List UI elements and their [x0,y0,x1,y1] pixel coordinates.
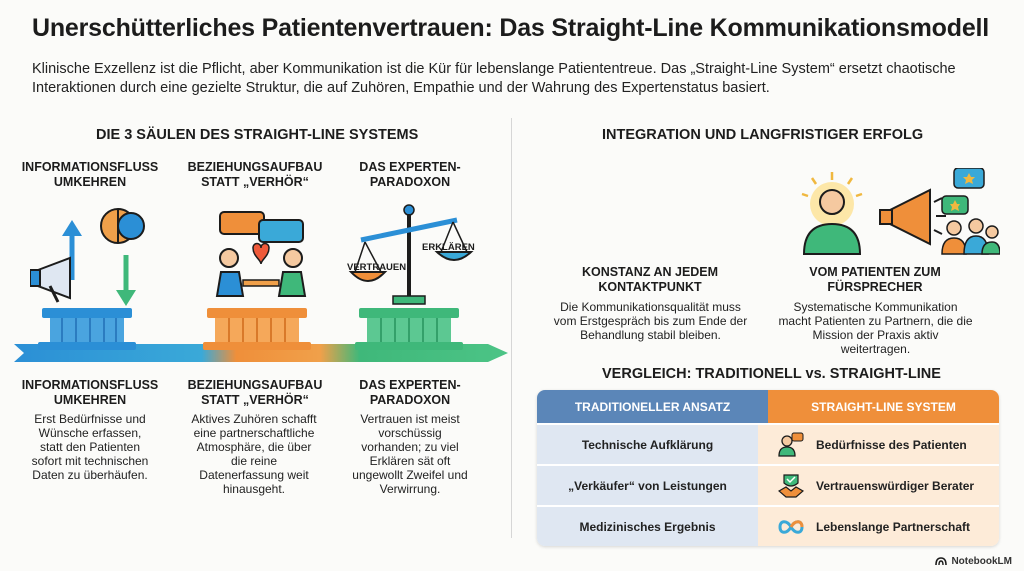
comparison-header-straight-line: STRAIGHT-LINE SYSTEM [768,390,999,423]
comparison-cell-straight-line: Vertrauenswürdiger Berater [816,478,975,493]
pillar-1-heading-lower: INFORMATIONSFLUSS UMKEHREN [21,378,159,407]
pillar-3-illustration [348,204,474,350]
infinity-icon [778,519,804,534]
notebooklm-logo-icon [935,557,948,566]
table-row: Technische Aufklärung Bedürfnisse des Pa… [537,423,999,464]
pillar-3-heading: DAS EXPERTEN-PARADOXON [359,160,461,189]
handshake-icon [778,473,804,498]
pillar-2-heading-lower: BEZIEHUNGSAUFBAU STATT „VERHÖR“ [187,378,323,407]
advocate-illustration [801,168,1000,255]
comparison-cell-straight-line: Lebenslange Partnerschaft [816,519,971,534]
integration-section-title: INTEGRATION UND LANGFRISTIGER ERFOLG [602,127,924,143]
footer-brand-label: NotebookLM [951,556,1012,567]
integration-1-description: Die Kommunikationsqualität muss vom Erst… [553,300,748,342]
pillar-2-illustration [203,211,311,350]
pillar-1-illustration [30,208,145,350]
pillars-section-title: DIE 3 SÄULEN DES STRAIGHT-LINE SYSTEMS [96,127,419,143]
pillar-2-description: Aktives Zuhören schafft eine partnerscha… [191,412,317,496]
comparison-cell-traditional: „Verkäufer“ von Leistungen [537,466,758,505]
integration-1-heading: KONSTANZ AN JEDEM KONTAKTPUNKT [581,265,719,294]
table-row: Medizinisches Ergebnis Lebenslange Partn… [537,505,999,546]
footer-brand: NotebookLM [935,556,1012,567]
comparison-section-title: VERGLEICH: TRADITIONELL vs. STRAIGHT-LIN… [602,366,941,382]
table-row: „Verkäufer“ von Leistungen Vertrauenswür… [537,464,999,505]
pillar-1-description: Erst Bedürfnisse und Wünsche erfassen, s… [31,412,149,482]
comparison-header-traditional: TRADITIONELLER ANSATZ [537,390,768,423]
column-divider [511,118,512,538]
pillar-3-description: Vertrauen ist meist vorschüssig vorhande… [352,412,468,496]
scale-label-trust: VERTRAUEN [347,262,407,273]
integration-2-heading: VOM PATIENTEN ZUM FÜRSPRECHER [809,265,941,294]
pillar-3-heading-lower: DAS EXPERTEN-PARADOXON [359,378,461,407]
page-title: Unerschütterliches Patientenvertrauen: D… [32,14,990,42]
comparison-cell-traditional: Medizinisches Ergebnis [537,507,758,546]
pillar-1-heading: INFORMATIONSFLUSS UMKEHREN [21,160,159,189]
page-subtitle: Klinische Exzellenz ist die Pflicht, abe… [32,61,956,96]
comparison-cell-straight-line: Bedürfnisse des Patienten [816,437,967,452]
integration-2-description: Systematische Kommunikation macht Patien… [778,300,973,356]
comparison-cell-traditional: Technische Aufklärung [537,425,758,464]
patient-needs-icon [778,432,804,457]
pillar-2-heading: BEZIEHUNGSAUFBAU STATT „VERHÖR“ [187,160,323,189]
scale-label-explain: ERKLÄREN [422,242,475,253]
comparison-table: TRADITIONELLER ANSATZ STRAIGHT-LINE SYST… [537,390,999,546]
